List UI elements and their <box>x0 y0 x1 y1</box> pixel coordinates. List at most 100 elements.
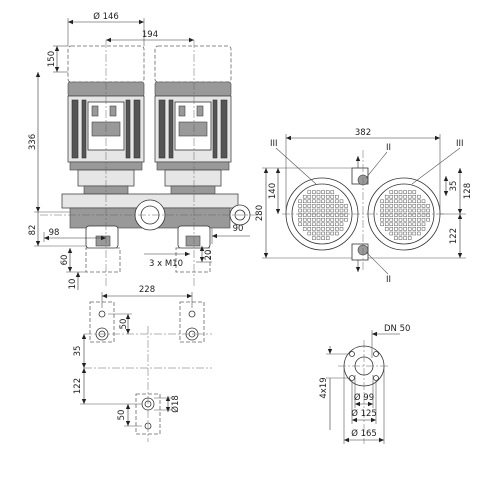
grille-cell <box>407 227 412 231</box>
grille-cell <box>403 204 407 208</box>
grille-cell <box>380 213 384 217</box>
grille-cell <box>389 208 394 213</box>
grille-cell <box>403 194 407 199</box>
grille-cell <box>321 213 325 217</box>
foot-hole <box>98 310 106 318</box>
grille-cell <box>316 217 321 222</box>
grille-cell <box>394 194 398 199</box>
grille-cell <box>339 222 344 227</box>
side-view-dimensions <box>34 18 250 290</box>
grille-cell <box>344 208 348 213</box>
grille-cell <box>307 227 312 231</box>
grille-cell <box>335 199 339 204</box>
dim-overall-width: 382 <box>355 128 371 138</box>
grille-cell <box>321 222 325 227</box>
grille-cell <box>344 213 348 217</box>
grille-cell <box>394 217 398 222</box>
grille-cell <box>335 213 339 217</box>
grille-cell <box>394 222 398 227</box>
grille-cell <box>398 204 403 208</box>
dim-motor-diameter: Ø 146 <box>93 11 119 22</box>
grille-cell <box>403 190 407 194</box>
grille-cell <box>384 208 389 213</box>
grille-cell <box>325 231 330 236</box>
side-view: Ø 146 194 150 336 82 98 60 10 3 x M10 20… <box>28 11 262 290</box>
grille-cell <box>398 222 403 227</box>
grille-cell <box>394 204 398 208</box>
grille-cell <box>330 222 335 227</box>
grille-cell <box>298 208 302 213</box>
grille-cell <box>417 213 421 217</box>
grille-cell <box>389 190 394 194</box>
flange-bolt-hole <box>349 375 355 381</box>
dim-offset-122: 122 <box>73 378 83 394</box>
dim-d125: Ø 125 <box>351 408 377 419</box>
grille-cell <box>321 227 325 231</box>
grille-cell <box>389 194 394 199</box>
grille-cell <box>325 204 330 208</box>
grille-cell <box>389 213 394 217</box>
grille-cell <box>307 199 312 204</box>
grille-cell <box>321 208 325 213</box>
grille-cell <box>302 213 307 217</box>
top-view-dimensions <box>262 134 466 275</box>
grille-cell <box>407 194 412 199</box>
grille-cell <box>330 208 335 213</box>
foot-mounting-plan: 228 50 35 122 50 Ø18 <box>73 285 212 442</box>
grille-cell <box>412 231 417 236</box>
grille-cell <box>312 208 316 213</box>
grille-cell <box>380 217 384 222</box>
grille-cell <box>412 204 417 208</box>
foot-plan-dimensions <box>80 292 193 427</box>
grille-cell <box>389 204 394 208</box>
grille-cell <box>330 204 335 208</box>
grille-cell <box>412 227 417 231</box>
grille-cell <box>330 190 335 194</box>
grille-cell <box>421 204 426 208</box>
grille-cell <box>403 222 407 227</box>
grille-cell <box>307 190 312 194</box>
dim-right-upper: 35 <box>449 181 459 192</box>
dim-outlet-offset: 90 <box>233 224 244 234</box>
grille-cell <box>417 204 421 208</box>
right-fan-grille <box>380 190 430 240</box>
grille-cell <box>412 208 417 213</box>
dim-pad-width: 50 <box>119 319 129 330</box>
grille-cell <box>335 231 339 236</box>
grille-cell <box>316 190 321 194</box>
grille-cell <box>298 222 302 227</box>
grille-cell <box>339 213 344 217</box>
grille-cell <box>339 217 344 222</box>
grille-cell <box>325 194 330 199</box>
grille-cell <box>339 204 344 208</box>
grille-cell <box>325 222 330 227</box>
grille-cell <box>316 213 321 217</box>
grille-cell <box>330 199 335 204</box>
dim-mount-offset: 20 <box>204 250 214 261</box>
grille-cell <box>407 236 412 240</box>
grille-cell <box>339 208 344 213</box>
grille-cell <box>307 194 312 199</box>
label-section-II-top: II <box>386 143 391 153</box>
grille-cell <box>307 231 312 236</box>
grille-cell <box>407 217 412 222</box>
flange-detail: DN 50 4x19 Ø 99 Ø 125 Ø 165 <box>319 324 410 444</box>
grille-cell <box>302 217 307 222</box>
grille-cell <box>335 222 339 227</box>
grille-cell <box>335 217 339 222</box>
grille-cell <box>398 231 403 236</box>
grille-cell <box>421 217 426 222</box>
grille-cell <box>417 222 421 227</box>
grille-cell <box>403 227 407 231</box>
grille-cell <box>339 227 344 231</box>
grille-cell <box>394 231 398 236</box>
grille-cell <box>394 208 398 213</box>
grille-cell <box>398 208 403 213</box>
grille-cell <box>321 194 325 199</box>
grille-cell <box>325 213 330 217</box>
grille-cell <box>312 231 316 236</box>
grille-cell <box>325 190 330 194</box>
grille-cell <box>412 222 417 227</box>
grille-cell <box>307 213 312 217</box>
grille-cell <box>412 213 417 217</box>
